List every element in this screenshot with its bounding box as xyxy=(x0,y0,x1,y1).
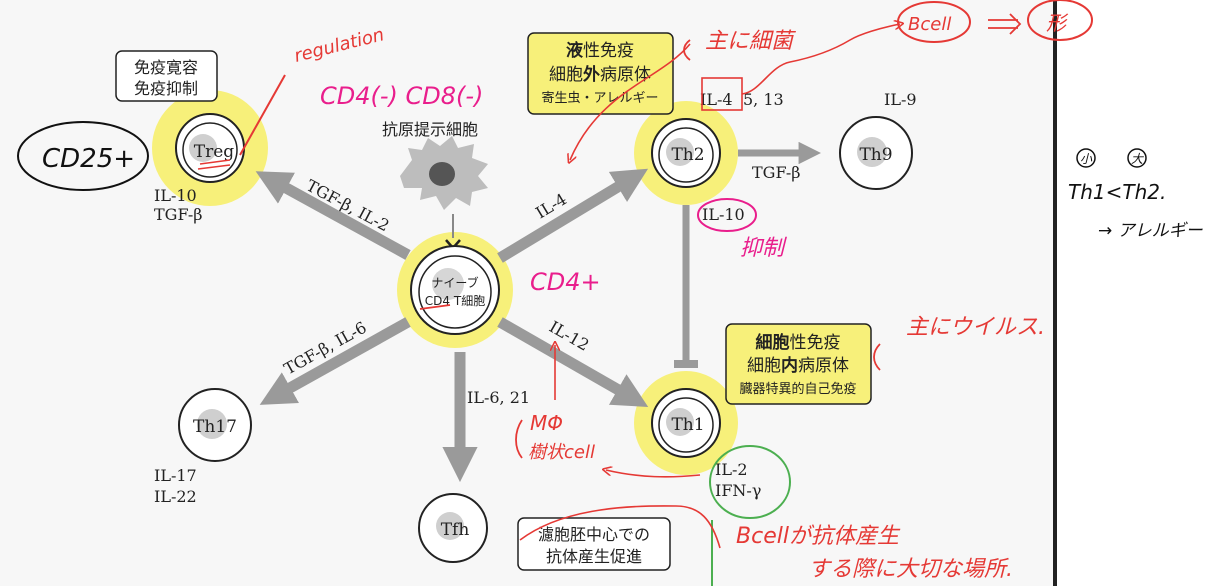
treg-box-line1: 免疫寛容 xyxy=(134,58,198,77)
annotation-mainly-virus: 主にウイルス. xyxy=(906,315,1045,340)
th2-label: Th2 xyxy=(671,145,704,165)
th1-cell xyxy=(651,388,721,458)
th17-label: Th17 xyxy=(193,417,237,437)
tfh-box-line1: 濾胞胚中心での xyxy=(538,525,650,544)
il2-ifn-circle xyxy=(709,445,791,519)
annotation-bcell-note-1: Bcellが抗体産生 xyxy=(736,524,901,549)
arrow-to-th1 xyxy=(497,317,649,408)
th9-cytokine: IL-9 xyxy=(884,90,917,109)
il2-back-arrow xyxy=(606,470,701,478)
th2-cell xyxy=(651,118,721,188)
arrow-to-treg xyxy=(255,171,411,260)
cd4-underline xyxy=(419,304,451,310)
annotation-bcell-top: Bcell xyxy=(908,14,951,35)
naive-label-line2: CD4 T細胞 xyxy=(425,294,485,308)
apc-icon xyxy=(400,136,488,210)
th1-label: Th1 xyxy=(671,415,704,435)
arrow-to-th2 xyxy=(497,168,649,263)
plasma-circle xyxy=(1027,0,1093,41)
annotation-plasma: 形 xyxy=(1046,11,1069,35)
apc-label: 抗原提示細胞 xyxy=(382,120,478,139)
treg-box xyxy=(115,50,218,102)
treg-cytokine-1: IL-10 xyxy=(154,186,197,205)
th2-box-line1: 液性免疫 xyxy=(566,40,634,61)
th17-cell xyxy=(178,388,252,462)
th9-label: Th9 xyxy=(859,145,892,165)
arrow-label-to-tfh: IL-6, 21 xyxy=(467,388,530,407)
tfh-annotation-link xyxy=(519,505,721,549)
il10-circle xyxy=(697,198,757,232)
mphi-bracket xyxy=(515,419,523,459)
annotation-allergy: → アレルギー xyxy=(1098,221,1204,241)
th1-box-line2: 細胞内病原体 xyxy=(747,355,849,376)
th17-cytokine-1: IL-17 xyxy=(154,466,197,485)
tfh-box xyxy=(517,517,671,571)
th1-cytokine-2: IFN-γ xyxy=(715,481,761,500)
annotation-mainly-bacteria: 主に細菌 xyxy=(705,29,796,54)
treg-cytokine-2: TGF-β xyxy=(154,205,203,224)
arrow-label-th2-to-th9: TGF-β xyxy=(752,163,801,182)
implies-arrow xyxy=(988,13,1022,35)
annotation-suppress: 抑制 xyxy=(740,236,787,261)
treg-box-line2: 免疫抑制 xyxy=(134,79,198,98)
annotation-large: 大 xyxy=(1131,152,1144,166)
annotation-dendritic: 樹状cell xyxy=(528,442,595,463)
annotation-bcell-note-2: する際に大切な場所. xyxy=(808,557,1013,582)
bcell-top-circle xyxy=(897,1,971,43)
annotation-cd4-cd8-neg: CD4(-) CD8(-) xyxy=(320,82,483,110)
th1-cytokine-1: IL-2 xyxy=(715,460,748,479)
arrow-to-th17 xyxy=(259,317,411,405)
annotation-cd4-pos: CD4+ xyxy=(530,268,601,296)
treg-underline xyxy=(197,159,231,170)
regulation-pointer xyxy=(239,74,286,156)
large-circle xyxy=(1127,148,1147,168)
bacteria-arrow xyxy=(570,43,691,160)
th2-down-cytokine: IL-10 xyxy=(702,205,745,224)
th17-cytokine-2: IL-22 xyxy=(154,487,197,506)
treg-label: Treg xyxy=(194,142,235,162)
th2-cytokine-a: IL-4 xyxy=(700,90,733,109)
th2-box-line2: 細胞外病原体 xyxy=(549,64,651,85)
annotation-mphi: MΦ xyxy=(530,411,563,435)
th1-box-line1: 細胞性免疫 xyxy=(756,332,841,353)
naive-label-line1: ナイーブ xyxy=(431,275,478,290)
annotation-th1-lt-th2: Th1<Th2. xyxy=(1068,180,1166,204)
virus-bracket xyxy=(873,343,881,371)
annotation-regulation: regulation xyxy=(292,24,386,67)
th1-box xyxy=(725,323,872,405)
th1-box-line3: 臓器特異的自己免疫 xyxy=(739,381,856,397)
divider-line xyxy=(1053,0,1057,586)
cd25-circle xyxy=(17,121,149,191)
naive-cell xyxy=(410,245,500,335)
annotation-small: 小 xyxy=(1080,152,1093,166)
annotation-cd25: CD25+ xyxy=(42,144,135,174)
th2-box-line3: 寄生虫・アレルギー xyxy=(541,90,658,106)
tfh-label: Tfh xyxy=(441,520,470,540)
il4-to-bcell-arrow xyxy=(741,24,900,95)
th2-cytokine-b: 5, 13 xyxy=(743,90,784,109)
tfh-cell xyxy=(418,493,488,563)
th9-cell xyxy=(839,116,913,190)
small-circle xyxy=(1076,148,1096,168)
tfh-box-line2: 抗体産生促進 xyxy=(546,547,642,566)
